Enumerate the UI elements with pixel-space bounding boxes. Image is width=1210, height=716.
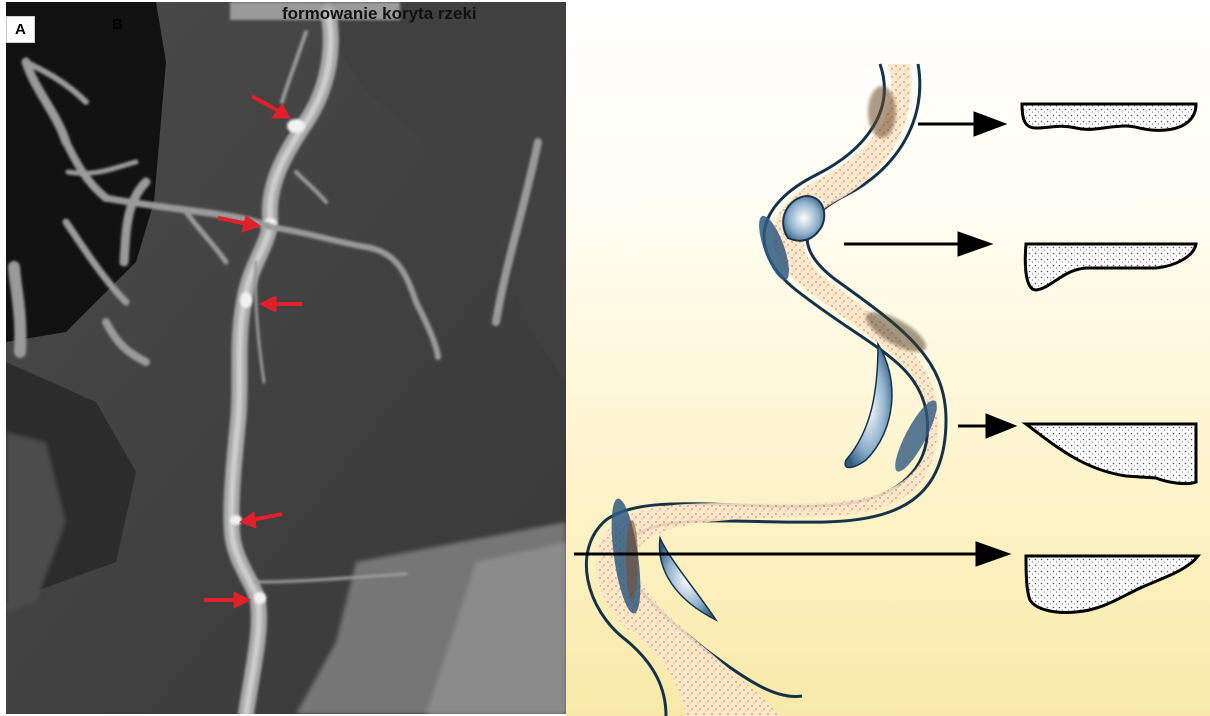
cross-section-arrows bbox=[574, 112, 1016, 566]
panel-b-label: B bbox=[112, 16, 123, 33]
panel-a-label: A bbox=[6, 16, 35, 43]
profile-4 bbox=[1026, 556, 1198, 613]
profile-1 bbox=[1022, 104, 1196, 130]
profile-3 bbox=[1026, 424, 1196, 484]
angiography-image-panel bbox=[6, 2, 566, 714]
arrow-right bbox=[918, 112, 1006, 136]
panel-b-title: formowanie koryta rzeki bbox=[282, 4, 477, 24]
cross-section-profiles bbox=[1022, 104, 1198, 613]
river-bed-diagram-panel bbox=[566, 0, 1210, 716]
angiography-image bbox=[6, 2, 566, 714]
river-bed-diagram bbox=[566, 0, 1210, 716]
profile-2 bbox=[1025, 244, 1196, 290]
river-right-bank bbox=[626, 64, 946, 697]
arrow-right bbox=[958, 414, 1016, 438]
arrow-right bbox=[844, 232, 992, 256]
